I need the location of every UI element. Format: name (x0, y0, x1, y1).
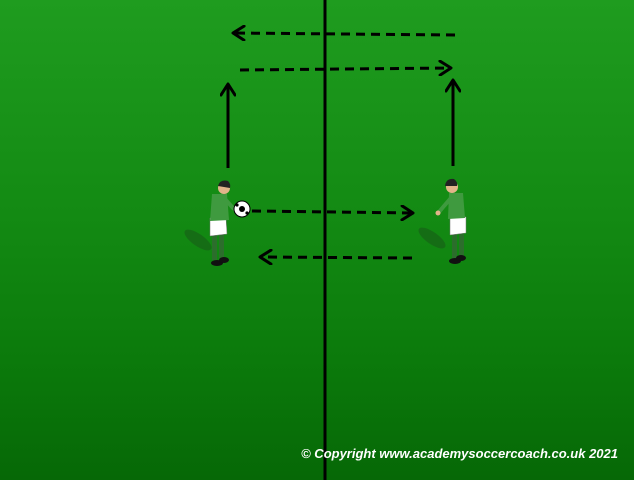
player-hair (218, 180, 231, 188)
player-shadow (184, 229, 212, 251)
player-hair (445, 178, 458, 186)
player-leg (459, 234, 464, 257)
player-leg (212, 234, 217, 260)
top-forward-pass-arrow (239, 68, 451, 70)
right-player (418, 178, 467, 264)
ball-patch (245, 211, 249, 215)
player-arm (437, 196, 453, 214)
player-leg (452, 234, 457, 259)
player-leg (219, 234, 224, 258)
bottom-return-pass-arrow (260, 257, 413, 258)
player-hand (435, 210, 441, 216)
player-shorts (449, 215, 467, 236)
left-player (184, 180, 251, 266)
ball-patch (239, 206, 245, 212)
copyright-notice: © Copyright www.academysoccercoach.co.uk… (301, 446, 618, 461)
top-return-pass-arrow (233, 33, 456, 35)
player-boot (456, 255, 466, 261)
player-shadow (418, 227, 446, 249)
middle-pass-arrow (251, 211, 413, 213)
player-boot (219, 257, 229, 263)
ball-patch (235, 203, 239, 207)
